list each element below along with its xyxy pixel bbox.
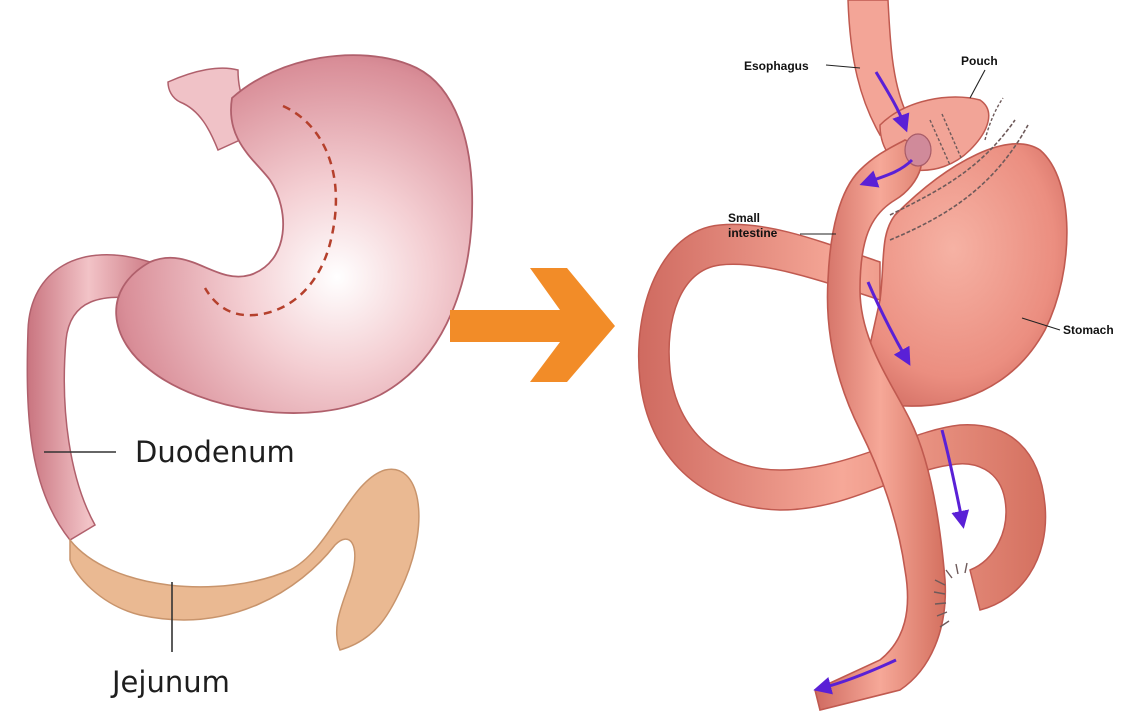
jejunum-label: Jejunum <box>110 665 230 699</box>
bypass-anatomy: Esophagus Pouch Small intestine Stomach <box>639 0 1114 710</box>
transition-arrow <box>450 268 615 382</box>
stomach <box>116 55 472 413</box>
pouch-label: Pouch <box>961 54 998 68</box>
jejunum <box>70 469 419 650</box>
small-intestine-label-line1: Small <box>728 211 760 225</box>
pouch-leader <box>970 70 985 98</box>
small-intestine-label-line2: intestine <box>728 226 778 240</box>
esophagus-label: Esophagus <box>744 59 809 73</box>
duodenum-label: Duodenum <box>135 435 295 469</box>
normal-anatomy: Duodenum Jejunum <box>27 55 472 699</box>
stomach-label: Stomach <box>1063 323 1114 337</box>
